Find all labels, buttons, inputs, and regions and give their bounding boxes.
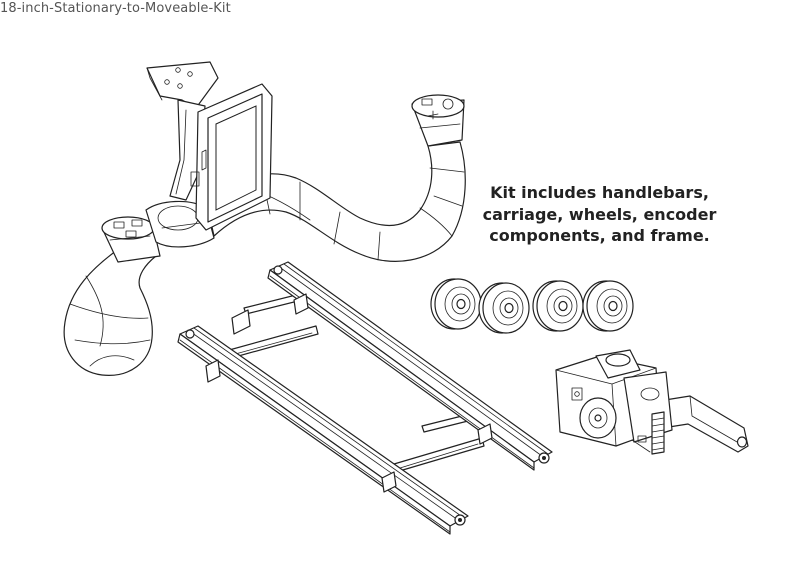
wheel-4	[582, 280, 634, 332]
wheel-set-illustration	[430, 278, 634, 334]
kit-description-line-2: carriage, wheels, encoder	[482, 204, 717, 224]
wheel-1	[430, 278, 482, 330]
page-title: 18-inch-Stationary-to-Moveable-Kit	[0, 1, 231, 16]
handlebar-assembly-illustration	[63, 61, 466, 376]
kit-description: Kit includes handlebars, carriage, wheel…	[482, 182, 717, 247]
encoder-component-illustration	[555, 349, 749, 455]
wheel-2	[478, 282, 530, 334]
kit-description-line-3: components, and frame.	[489, 226, 710, 245]
carriage-frame-illustration	[177, 261, 553, 535]
wheel-3	[532, 280, 584, 332]
kit-description-line-1: Kit includes handlebars,	[490, 183, 709, 202]
